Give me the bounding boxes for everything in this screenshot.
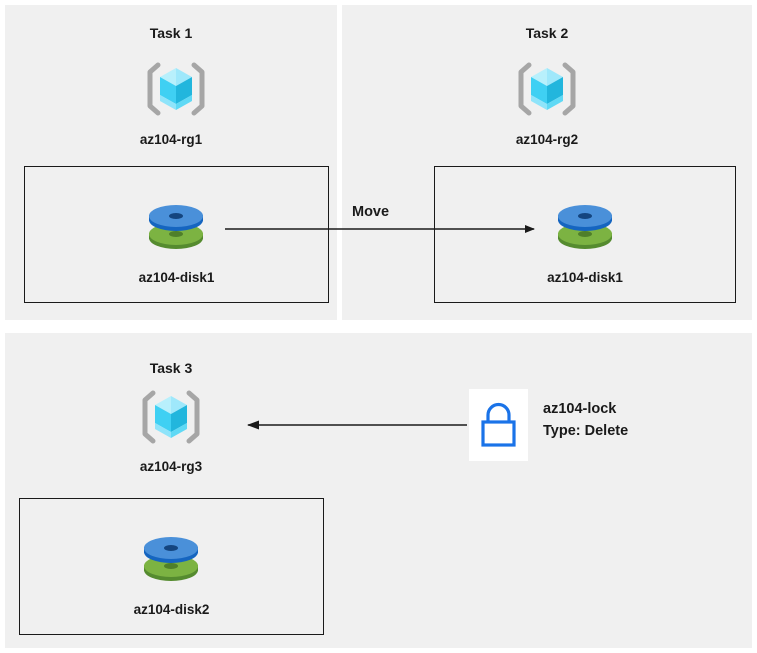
managed-disk-icon (554, 203, 616, 261)
resource-box-task-2 (434, 166, 736, 303)
managed-disk-icon (145, 203, 207, 261)
resource-group-cube-icon (145, 60, 207, 118)
resource-group-2-label: az104-rg2 (515, 132, 579, 147)
resource-group-1-label: az104-rg1 (139, 132, 203, 147)
lock-name: az104-lock (543, 401, 617, 417)
lock-type: Type: Delete (543, 423, 629, 439)
panel-task-2: Task 2 az104-rg2 (342, 5, 752, 320)
resource-group-cube-icon (140, 388, 202, 446)
lock-caption: az104-lock Type: Delete (543, 398, 628, 442)
move-arrow-label: Move (352, 204, 390, 220)
panel-task-1: Task 1 az104-rg1 (5, 5, 337, 320)
panel-task-3: Task 3 az104-rg3 (5, 333, 752, 648)
disk-2-label: az104-disk1 (547, 270, 623, 285)
task-3-title: Task 3 (149, 360, 193, 376)
disk-3-label: az104-disk2 (133, 602, 210, 617)
resource-group-3-label: az104-rg3 (139, 459, 203, 474)
task-2-title: Task 2 (525, 25, 569, 41)
lock-tile (469, 389, 528, 461)
resource-group-cube-icon (516, 60, 578, 118)
disk-1-label: az104-disk1 (138, 270, 215, 285)
task-1-title: Task 1 (149, 25, 193, 41)
lock-icon (481, 402, 516, 447)
managed-disk-icon (140, 535, 202, 593)
